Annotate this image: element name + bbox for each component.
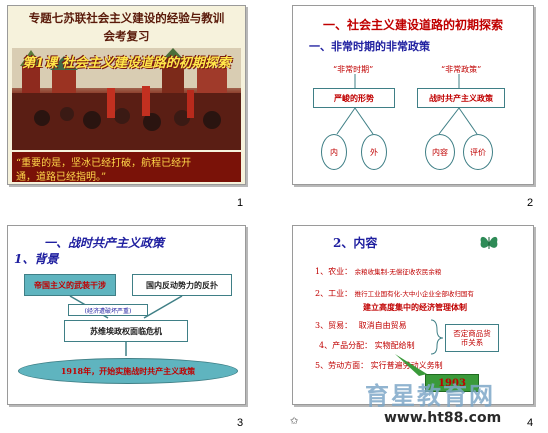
slide3-box-crisis: 苏维埃政权面临危机 (64, 320, 188, 342)
slide-3-number: 3 (237, 417, 244, 429)
slide-4-number: 4 (527, 417, 534, 429)
slide3-heading: 一、战时共产主义政策 (44, 236, 165, 250)
slide1-quote-line1: “重要的是，坚冰已经打破，航程已经开 (16, 158, 192, 169)
slide2-heading: 一、社会主义建设道路的初期探索 (322, 18, 503, 32)
item-number: 4、 (319, 341, 333, 350)
slide3-box-counterattack: 国内反动势力的反扑 (132, 274, 232, 296)
slide3-box-intervention: 帝国主义的武装干涉 (24, 274, 116, 296)
slide1-quote-line2: 通，道路已经指明。” (16, 172, 107, 183)
slide2-circle-outer: 外 (361, 134, 387, 170)
slide2-subheading: 一、非常时期的非常政策 (309, 40, 430, 53)
item-label: 贸易： (328, 321, 353, 330)
item-number: 5、 (315, 361, 329, 370)
item-text: 实物配给制 (374, 341, 415, 350)
side-box-line1: 否定商品货 (453, 329, 491, 338)
butterfly-icon (480, 236, 498, 249)
slide1-banner: 第1课 社会主义建设道路的初期探索 (22, 56, 231, 71)
item-text: 取消自由贸易 (358, 321, 407, 330)
slide4-item-industry: 2、工业： 推行工业国有化-大中小企业全部收归国有 (315, 288, 474, 299)
slide4-tooltip-year: 1903 (425, 374, 479, 392)
item-text: 推行工业国有化-大中小企业全部收归国有 (354, 290, 474, 298)
slide3-subheading: 1、背景 (14, 252, 59, 266)
slide4-heading: 2、内容 (333, 236, 378, 250)
watermark-title: 育星教育网 (365, 382, 495, 410)
item-label: 产品分配： (332, 341, 373, 350)
slide-1-number: 1 (237, 197, 244, 209)
slide3-box-economy: (经济遭破坏严重) (68, 304, 148, 316)
slide-1-thumbnail[interactable]: 专题七苏联社会主义建设的经验与教训 会考复习 第1课 社会主义建设道路的初期探索 (7, 5, 246, 185)
slide1-quote-box: “重要的是，坚冰已经打破，航程已经开 通，道路已经指明。” (12, 152, 241, 183)
star-icon: ✩ (290, 416, 299, 427)
slide2-box-left: 严峻的形势 (313, 88, 395, 108)
slide2-circle-content: 内容 (425, 134, 455, 170)
side-box-line2: 币关系 (460, 338, 484, 347)
item-label: 工业： (328, 289, 353, 298)
slide4-item-agriculture: 1、农业： 余粮收集制-无偿征收农民余粮 (315, 266, 441, 277)
item-number: 1、 (315, 267, 329, 276)
slide4-item-distribution: 4、产品分配： 实物配给制 (319, 340, 415, 351)
red-square-painting: 第1课 社会主义建设道路的初期探索 (12, 48, 241, 150)
slide4-brace (430, 319, 444, 355)
item-number: 3、 (315, 321, 329, 330)
slide-2-thumbnail[interactable]: 一、社会主义建设道路的初期探索 一、非常时期的非常政策 “非常时期” “非常政策… (292, 5, 534, 185)
slide2-circle-inner: 内 (321, 134, 347, 170)
slide2-box-right: 战时共产主义政策 (417, 88, 505, 108)
slide2-label-left: “非常时期” (333, 65, 374, 74)
slide4-item-management: 建立高度集中的经济管理体制 (363, 302, 467, 312)
slide4-item-labor: 5、劳动方面： 实行普遍劳动义务制 (315, 360, 443, 371)
slide4-tooltip-arrow (395, 354, 427, 376)
slide1-title-line1: 专题七苏联社会主义建设的经验与教训 (28, 11, 225, 25)
slide4-side-box: 否定商品货 币关系 (445, 324, 499, 352)
item-text: 实行普遍劳动义务制 (370, 361, 443, 370)
item-label: 农业： (328, 267, 353, 276)
slide2-connector-lines (336, 74, 478, 135)
slide-2-number: 2 (527, 197, 534, 209)
slide3-ellipse-policy: 1918年，开始实施战时共产主义政策 (18, 358, 238, 384)
item-label: 劳动方面： (328, 361, 369, 370)
slide1-title-line2: 会考复习 (103, 29, 150, 43)
item-number: 2、 (315, 289, 329, 298)
slide4-item-trade: 3、贸易： 取消自由贸易 (315, 320, 407, 331)
slide-4-thumbnail[interactable]: 2、内容 1、农业： 余粮收集制-无偿征收农民余粮 2、工业： 推行工业国有化-… (292, 225, 534, 405)
watermark-url: www.ht88.com (384, 410, 502, 426)
slide2-circle-evaluation: 评价 (463, 134, 493, 170)
item-text: 余粮收集制-无偿征收农民余粮 (354, 268, 442, 276)
slide-3-thumbnail[interactable]: 一、战时共产主义政策 1、背景 帝国主义的武装干涉 国内反动势力的反扑 (经济遭… (7, 225, 246, 405)
slide2-label-right: “非常政策” (441, 65, 482, 74)
